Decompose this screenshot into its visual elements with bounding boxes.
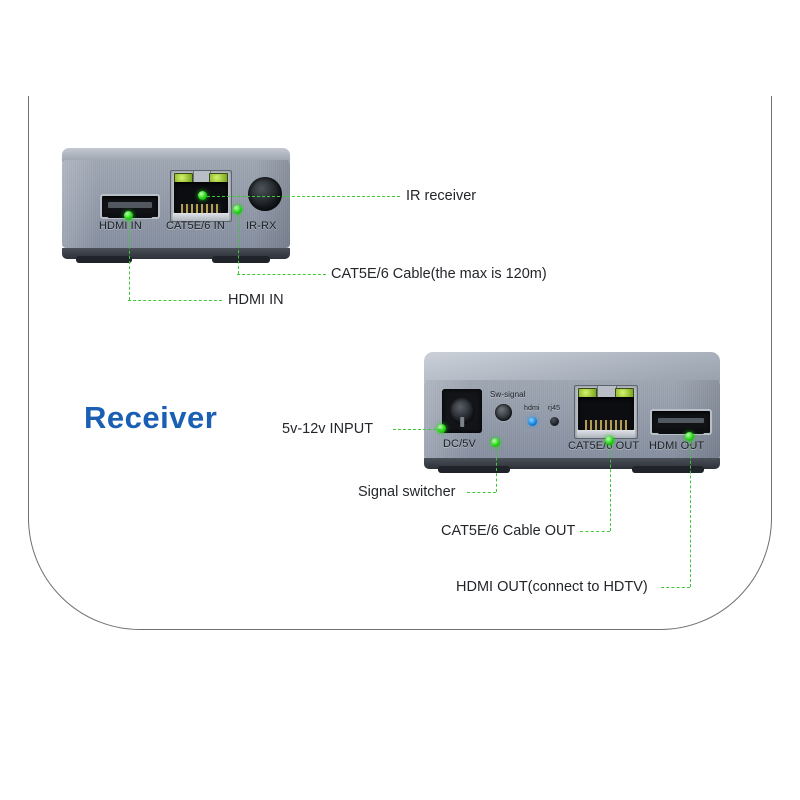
callout-dot-cat5e-out xyxy=(605,436,614,445)
device-top-face xyxy=(62,148,290,162)
leader-signal-switcher-h xyxy=(467,492,496,493)
leader-cat5e-in-h xyxy=(237,274,326,275)
leader-hdmi-in-v xyxy=(128,220,130,300)
callout-dot-hdmi-out xyxy=(685,432,694,441)
leader-hdmi-out-h xyxy=(661,587,690,588)
callout-dot-power-input xyxy=(437,424,446,433)
dc-5v-port[interactable] xyxy=(442,389,482,433)
hdmi-bevel xyxy=(652,428,710,434)
device-bottom-bevel xyxy=(424,458,720,469)
sw-signal-silkscreen: Sw-signal xyxy=(490,390,526,399)
rj45-pins xyxy=(584,420,628,431)
frame-top-mask xyxy=(0,0,800,96)
leader-cat5e-out-v xyxy=(609,445,611,531)
device-foot xyxy=(438,466,510,473)
callout-dot-cat5e-in xyxy=(233,205,242,214)
callout-dot-hdmi-in xyxy=(124,211,133,220)
led-hdmi-silkscreen: hdmi xyxy=(524,405,540,412)
led-rj45-silkscreen: rj45 xyxy=(548,405,561,412)
hdmi-out-silkscreen: HDMI OUT xyxy=(649,440,705,452)
leader-cat5e-in-v xyxy=(237,214,239,274)
annotation-power-input: 5v-12v INPUT xyxy=(282,421,374,437)
rj45-lip xyxy=(173,213,229,221)
page-title: Receiver xyxy=(84,400,218,435)
annotation-hdmi-out: HDMI OUT(connect to HDTV) xyxy=(456,579,648,595)
leader-cat5e-out-h xyxy=(580,531,610,532)
cat5e-in-silkscreen: CAT5E/6 IN xyxy=(166,220,225,232)
cat5e-out-silkscreen: CAT5E/6 OUT xyxy=(568,440,640,452)
annotation-cat5e-cable: CAT5E/6 Cable(the max is 120m) xyxy=(331,266,547,282)
rj45-lip xyxy=(577,429,635,438)
rj45-status-led xyxy=(550,417,559,426)
hdmi-tongue xyxy=(108,202,152,208)
device-bottom-bevel xyxy=(62,248,290,259)
ir-rx-silkscreen: IR-RX xyxy=(246,220,277,232)
callout-dot-ir-receiver xyxy=(198,191,207,200)
hdmi-out-port[interactable] xyxy=(650,409,712,435)
sw-signal-button[interactable] xyxy=(495,404,512,421)
rj45-pins xyxy=(180,204,222,214)
leader-signal-switcher-v xyxy=(495,447,497,492)
device-foot xyxy=(212,256,270,263)
receiver-output-unit: DC/5V Sw-signal hdmi rj45 CAT5E/6 OUT HD… xyxy=(424,352,720,478)
ir-rx-port[interactable] xyxy=(248,177,282,211)
annotation-ir-receiver: IR receiver xyxy=(406,188,477,204)
device-foot xyxy=(76,256,132,263)
leader-hdmi-in-h xyxy=(128,300,222,301)
callout-dot-signal-switcher xyxy=(491,438,500,447)
dc-5v-silkscreen: DC/5V xyxy=(443,438,476,450)
leader-power-input xyxy=(393,429,441,430)
leader-ir-receiver xyxy=(207,196,400,197)
dc-jack-tab xyxy=(460,417,464,427)
cat5e-out-port[interactable] xyxy=(574,385,638,439)
receiver-input-unit: HDMI IN CAT5E/6 IN IR-RX xyxy=(62,148,290,266)
annotation-signal-switcher: Signal switcher xyxy=(358,484,456,500)
device-foot xyxy=(632,466,704,473)
annotation-cat5e-out: CAT5E/6 Cable OUT xyxy=(441,523,576,539)
annotation-hdmi-in: HDMI IN xyxy=(228,292,284,308)
hdmi-in-silkscreen: HDMI IN xyxy=(99,220,142,232)
hdmi-tongue xyxy=(658,417,704,424)
leader-hdmi-out-v xyxy=(689,441,691,587)
device-top-face xyxy=(424,352,720,382)
hdmi-status-led xyxy=(528,417,537,426)
